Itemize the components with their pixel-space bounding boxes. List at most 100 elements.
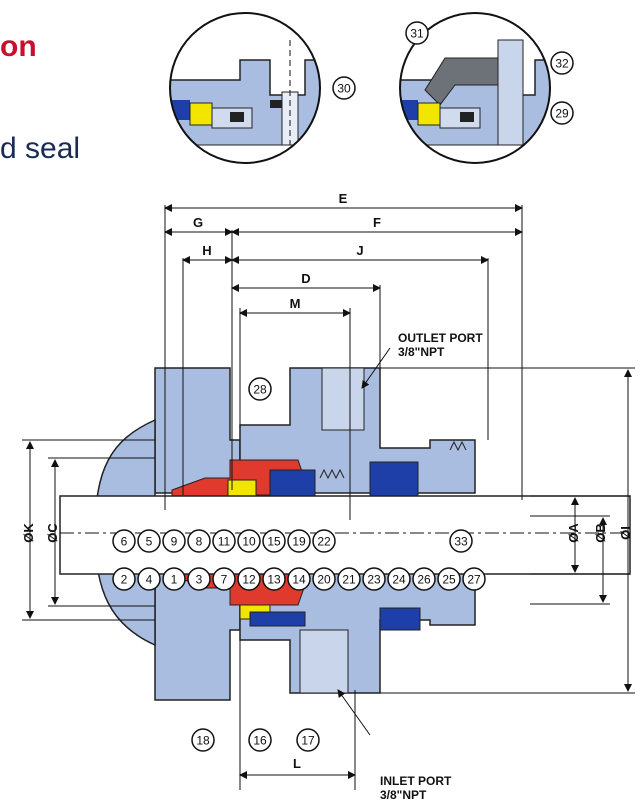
callout-circle [248, 728, 272, 752]
callout-number: 27 [467, 573, 481, 587]
callout-29: 29 [550, 101, 574, 125]
callout-circle [212, 567, 236, 591]
callout-1: 1 [162, 567, 186, 591]
callout-circle [362, 567, 386, 591]
callout-12: 12 [237, 567, 261, 591]
callout-4: 4 [137, 567, 161, 591]
callout-circle [237, 529, 261, 553]
callout-17: 17 [296, 728, 320, 752]
outlet-port-label: OUTLET PORT [398, 331, 483, 345]
callout-circle [137, 529, 161, 553]
callout-number: 26 [417, 573, 431, 587]
callout-21: 21 [337, 567, 361, 591]
dimension-labels: E G F H J D M L ØK ØC ØA ØB ØI [21, 191, 633, 771]
callout-27: 27 [462, 567, 486, 591]
callout-33: 33 [449, 529, 473, 553]
dim-B: ØB [593, 523, 608, 543]
callout-3: 3 [187, 567, 211, 591]
callout-number: 18 [196, 734, 210, 748]
callout-circle [187, 529, 211, 553]
callout-circle [387, 567, 411, 591]
callout-25: 25 [437, 567, 461, 591]
callout-6: 6 [112, 529, 136, 553]
callout-number: 16 [253, 734, 267, 748]
callout-18: 18 [191, 728, 215, 752]
dim-M: M [290, 296, 301, 311]
callout-number: 10 [242, 535, 256, 549]
callout-number: 21 [342, 573, 356, 587]
callout-28: 28 [248, 377, 272, 401]
callout-number: 15 [267, 535, 281, 549]
callout-number: 14 [292, 573, 306, 587]
callout-10: 10 [237, 529, 261, 553]
port-labels: OUTLET PORT 3/8"NPT INLET PORT 3/8"NPT [380, 331, 483, 802]
callout-7: 7 [212, 567, 236, 591]
callout-5: 5 [137, 529, 161, 553]
callout-circle [262, 529, 286, 553]
detail-view-left [169, 12, 321, 164]
dim-D: D [301, 271, 310, 286]
callout-number: 33 [454, 535, 468, 549]
callout-circle [449, 529, 473, 553]
callout-circle [237, 567, 261, 591]
callout-circle [437, 567, 461, 591]
callout-number: 9 [171, 535, 178, 549]
callout-23: 23 [362, 567, 386, 591]
callout-circle [462, 567, 486, 591]
callout-circle [287, 529, 311, 553]
callout-number: 22 [317, 535, 331, 549]
outlet-port-size: 3/8"NPT [398, 345, 445, 359]
callout-number: 11 [218, 535, 231, 549]
callout-circle [332, 76, 356, 100]
callout-number: 19 [292, 535, 306, 549]
callout-32: 32 [550, 51, 574, 75]
callout-circle [191, 728, 215, 752]
callout-circle [337, 567, 361, 591]
callout-15: 15 [262, 529, 286, 553]
callout-circle [212, 529, 236, 553]
callout-circle [112, 567, 136, 591]
title-fragment: on [0, 30, 37, 63]
callout-number: 5 [146, 535, 153, 549]
callout-number: 29 [555, 107, 569, 121]
callout-2: 2 [112, 567, 136, 591]
callout-number: 8 [196, 535, 203, 549]
callout-number: 31 [410, 27, 424, 41]
subtitle-fragment: d seal [0, 132, 81, 165]
callout-circle [287, 567, 311, 591]
inlet-port-label: INLET PORT [380, 774, 452, 788]
dim-J: J [356, 243, 363, 258]
callout-circle [550, 101, 574, 125]
callout-circle [262, 567, 286, 591]
callout-circle [405, 21, 429, 45]
dim-G: G [193, 215, 203, 230]
callout-13: 13 [262, 567, 286, 591]
dim-A: ØA [566, 523, 581, 543]
callout-8: 8 [187, 529, 211, 553]
callout-circle [187, 567, 211, 591]
callout-number: 28 [253, 383, 267, 397]
callout-9: 9 [162, 529, 186, 553]
callout-number: 1 [171, 573, 178, 587]
callout-circle [550, 51, 574, 75]
callout-number: 12 [242, 573, 256, 587]
callout-circle [412, 567, 436, 591]
callout-number: 23 [367, 573, 381, 587]
callout-number: 13 [267, 573, 281, 587]
callout-circle [162, 529, 186, 553]
dim-I: ØI [618, 526, 633, 540]
callout-number: 25 [442, 573, 456, 587]
callout-11: 11 [212, 529, 236, 553]
callout-31: 31 [405, 21, 429, 45]
callout-30: 30 [332, 76, 356, 100]
callout-circle [248, 377, 272, 401]
dim-F: F [373, 215, 381, 230]
callout-number: 4 [146, 573, 153, 587]
callout-number: 2 [121, 573, 128, 587]
callout-number: 30 [337, 82, 351, 96]
inlet-port-size: 3/8"NPT [380, 788, 427, 802]
callout-20: 20 [312, 567, 336, 591]
callout-19: 19 [287, 529, 311, 553]
